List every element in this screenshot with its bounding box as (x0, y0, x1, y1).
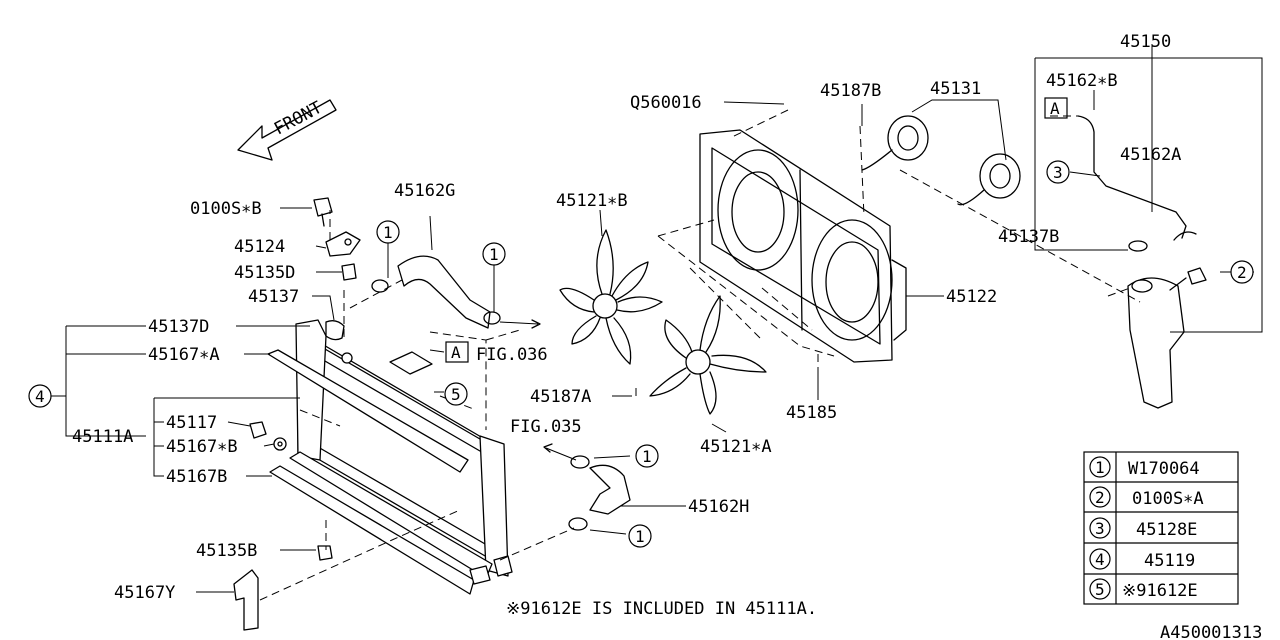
legend-part: ※91612E (1122, 581, 1198, 601)
label-45185: 45185 (786, 403, 837, 423)
callout-1-text: 1 (383, 223, 393, 242)
legend-part: W170064 (1128, 459, 1200, 479)
front-arrow-icon (237, 99, 337, 161)
label-45167y: 45167Y (114, 583, 175, 603)
label-45121xa: 45121∗A (700, 437, 772, 457)
legend-num: 3 (1095, 519, 1105, 538)
label-45137: 45137 (248, 287, 299, 307)
callout-circles: 1 1 1 1 2 3 4 5 (28, 160, 1254, 548)
front-label: FRONT (271, 98, 326, 140)
legend-part: 0100S∗A (1132, 489, 1204, 509)
label-q560016: Q560016 (630, 93, 702, 113)
callout-3-text: 3 (1053, 163, 1063, 182)
label-45150: 45150 (1120, 32, 1171, 52)
legend-num: 5 (1095, 580, 1105, 599)
legend-table: 1 W170064 2 0100S∗A 3 45128E 4 45119 5 ※… (1083, 451, 1239, 605)
callout-1-text: 1 (635, 527, 645, 546)
label-45162a: 45162A (1120, 145, 1181, 165)
included-note: ※91612E IS INCLUDED IN 45111A. (506, 599, 817, 619)
callout-4-text: 4 (35, 387, 45, 406)
legend-num: 2 (1095, 488, 1105, 507)
ref-box-a (1044, 97, 1068, 119)
label-45137d: 45137D (148, 317, 209, 337)
label-45131: 45131 (930, 79, 981, 99)
ref-box-a-text: A (1050, 99, 1060, 118)
label-45117: 45117 (166, 413, 217, 433)
label-45121xb: 45121∗B (556, 191, 628, 211)
fan-motor-drawing (861, 115, 1021, 206)
label-45122: 45122 (946, 287, 997, 307)
radiator-drawing (233, 197, 631, 631)
callout-5-text: 5 (451, 385, 461, 404)
label-45137b: 45137B (998, 227, 1059, 247)
ref-box-a-text: A (451, 343, 461, 362)
label-45135d: 45135D (234, 263, 295, 283)
label-45167b: 45167B (166, 467, 227, 487)
label-45187b: 45187B (820, 81, 881, 101)
fig-036-ref: FIG.036 (476, 345, 548, 365)
fan-blade-b-drawing (559, 229, 663, 365)
diagram-id: A450001313 (1160, 623, 1262, 640)
reservoir-tank-drawing (1077, 115, 1207, 409)
label-45162g: 45162G (394, 181, 455, 201)
fig-035-ref: FIG.035 (510, 417, 582, 437)
label-45167xb: 45167∗B (166, 437, 238, 457)
legend-num: 1 (1095, 458, 1105, 477)
label-45187a: 45187A (530, 387, 591, 407)
callout-1-text: 1 (642, 447, 652, 466)
callout-2-text: 2 (1237, 263, 1247, 282)
label-45111a: 45111A (72, 427, 133, 447)
legend-part: 45128E (1136, 520, 1197, 540)
assembly-dashed-lines (259, 109, 1141, 601)
label-45162h: 45162H (688, 497, 749, 517)
callout-1-text: 1 (489, 245, 499, 264)
legend-part: 45119 (1144, 551, 1195, 571)
ref-box-a (445, 341, 469, 363)
fan-blade-a-drawing (649, 295, 767, 415)
fan-shroud-drawing (699, 129, 907, 363)
label-45167xa: 45167∗A (148, 345, 220, 365)
label-45124: 45124 (234, 237, 285, 257)
legend-num: 4 (1095, 550, 1105, 569)
label-45135b: 45135B (196, 541, 257, 561)
label-0100sxb: 0100S∗B (190, 199, 262, 219)
part-labels: 45150 45162∗B 45162A 45137B 45131 45187B… (72, 32, 1181, 603)
leader-lines (50, 44, 1263, 593)
label-45162xb: 45162∗B (1046, 71, 1118, 91)
